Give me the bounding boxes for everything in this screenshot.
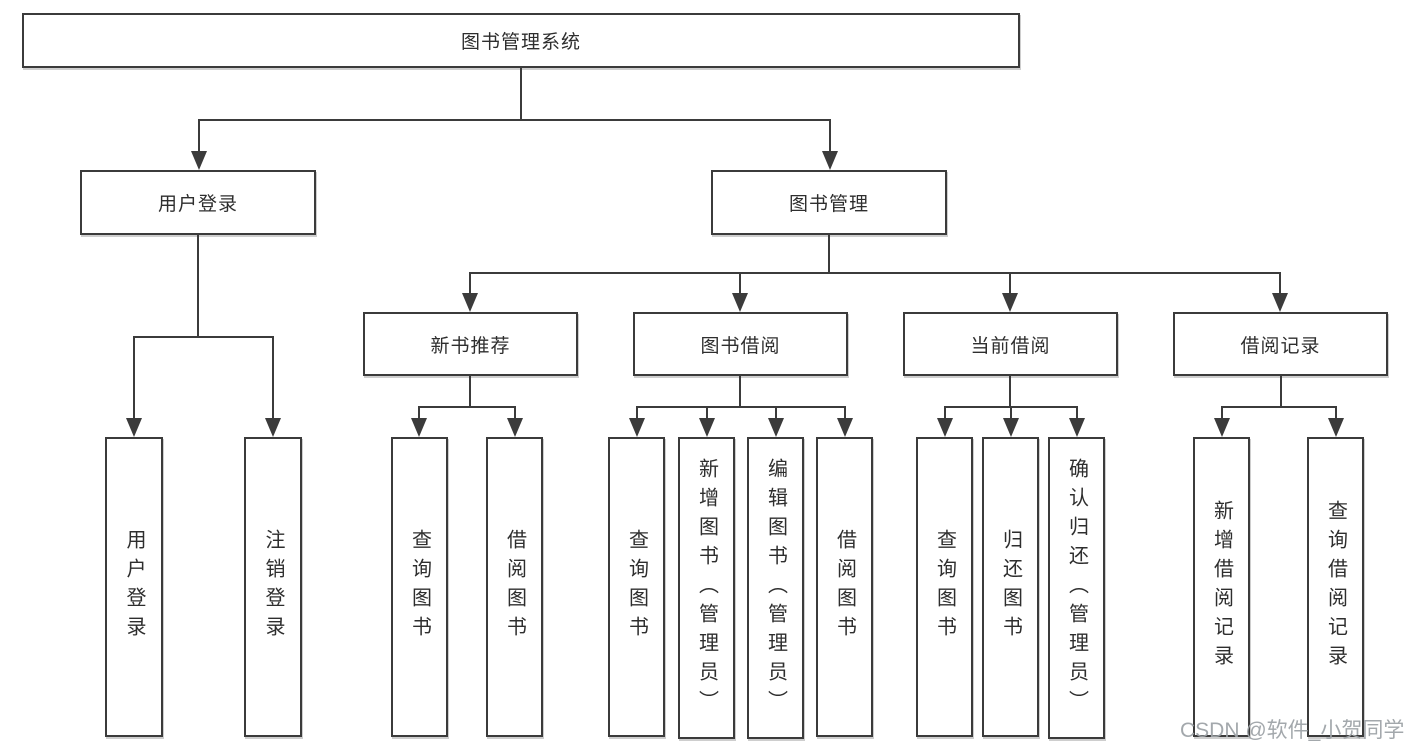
arrowhead-down-icon bbox=[1328, 418, 1344, 437]
leaf-label: 查询图书 bbox=[933, 529, 956, 645]
node-label: 借阅记录 bbox=[1240, 335, 1321, 357]
connector-line bbox=[469, 376, 471, 408]
node-label: 图书管理 bbox=[788, 194, 869, 215]
leaf-borrow-books: 借阅图书 bbox=[816, 437, 873, 737]
node-label: 当前借阅 bbox=[970, 335, 1051, 357]
arrowhead-down-icon bbox=[1272, 293, 1288, 312]
connector-line bbox=[739, 376, 741, 408]
arrowhead-down-icon bbox=[507, 418, 523, 437]
arrowhead-down-icon bbox=[1069, 418, 1085, 437]
csdn-watermark: CSDN @软件_小贺同学 bbox=[1180, 719, 1405, 742]
connector-line bbox=[133, 336, 274, 338]
node-borrowing-records: 借阅记录 bbox=[1173, 312, 1388, 376]
connector-line bbox=[1010, 406, 1012, 419]
leaf-label: 借阅图书 bbox=[503, 529, 526, 645]
connector-line bbox=[197, 235, 199, 338]
connector-line bbox=[1279, 272, 1281, 294]
connector-line bbox=[1221, 406, 1223, 419]
leaf-return-books: 归还图书 bbox=[982, 437, 1039, 737]
arrowhead-down-icon bbox=[732, 293, 748, 312]
leaf-label: 编辑图书（管理员） bbox=[764, 457, 787, 719]
node-new-book-recommendation: 新书推荐 bbox=[363, 312, 578, 376]
connector-line bbox=[829, 119, 831, 152]
leaf-label: 注销登录 bbox=[262, 529, 284, 645]
leaf-label: 查询借阅记录 bbox=[1324, 500, 1347, 674]
connector-line bbox=[198, 119, 200, 152]
arrowhead-down-icon bbox=[629, 418, 645, 437]
leaf-label: 查询图书 bbox=[625, 529, 648, 645]
node-label: 新书推荐 bbox=[430, 335, 511, 357]
node-library-management-system: 图书管理系统 bbox=[22, 13, 1020, 68]
arrowhead-down-icon bbox=[837, 418, 853, 437]
leaf-edit-books-admin: 编辑图书（管理员） bbox=[747, 437, 804, 739]
leaf-label: 归还图书 bbox=[999, 529, 1022, 645]
arrowhead-down-icon bbox=[126, 418, 142, 437]
leaf-borrow-books-recommend: 借阅图书 bbox=[486, 437, 543, 737]
node-book-management: 图书管理 bbox=[711, 170, 947, 235]
leaf-label: 新增借阅记录 bbox=[1210, 500, 1233, 674]
leaf-confirm-return-admin: 确认归还（管理员） bbox=[1048, 437, 1105, 739]
leaf-add-books-admin: 新增图书（管理员） bbox=[678, 437, 735, 739]
arrowhead-down-icon bbox=[462, 293, 478, 312]
connector-line bbox=[469, 272, 471, 294]
connector-line bbox=[133, 336, 135, 419]
leaf-label: 确认归还（管理员） bbox=[1065, 457, 1088, 719]
connector-line bbox=[1009, 376, 1011, 408]
connector-line bbox=[706, 406, 708, 419]
connector-line bbox=[198, 119, 831, 121]
leaf-label: 用户登录 bbox=[123, 529, 145, 645]
leaf-query-books-recommend: 查询图书 bbox=[391, 437, 448, 737]
leaf-label: 查询图书 bbox=[408, 529, 431, 645]
arrowhead-down-icon bbox=[191, 151, 207, 170]
connector-line bbox=[418, 406, 516, 408]
arrowhead-down-icon bbox=[1002, 293, 1018, 312]
connector-line bbox=[1335, 406, 1337, 419]
arrowhead-down-icon bbox=[937, 418, 953, 437]
arrowhead-down-icon bbox=[768, 418, 784, 437]
connector-line bbox=[1280, 376, 1282, 408]
node-book-borrowing: 图书借阅 bbox=[633, 312, 848, 376]
leaf-query-books-current: 查询图书 bbox=[916, 437, 973, 737]
node-label: 图书借阅 bbox=[700, 335, 781, 357]
connector-line bbox=[739, 272, 741, 294]
leaf-user-login: 用户登录 bbox=[105, 437, 163, 737]
leaf-label: 新增图书（管理员） bbox=[695, 457, 718, 719]
connector-line bbox=[1076, 406, 1078, 419]
connector-line bbox=[1009, 272, 1011, 294]
leaf-label: 借阅图书 bbox=[833, 529, 856, 645]
node-current-borrowing: 当前借阅 bbox=[903, 312, 1118, 376]
leaf-query-books-borrowing: 查询图书 bbox=[608, 437, 665, 737]
node-user-login: 用户登录 bbox=[80, 170, 316, 235]
connector-line bbox=[418, 406, 420, 419]
connector-line bbox=[1221, 406, 1336, 408]
connector-line bbox=[636, 406, 638, 419]
arrowhead-down-icon bbox=[1214, 418, 1230, 437]
connector-line bbox=[775, 406, 777, 419]
arrowhead-down-icon bbox=[265, 418, 281, 437]
connector-line bbox=[520, 68, 522, 119]
connector-line bbox=[272, 336, 274, 419]
leaf-logout: 注销登录 bbox=[244, 437, 302, 737]
arrowhead-down-icon bbox=[1003, 418, 1019, 437]
connector-line bbox=[636, 406, 845, 408]
connector-line bbox=[944, 406, 946, 419]
leaf-add-borrow-record: 新增借阅记录 bbox=[1193, 437, 1250, 737]
connector-line bbox=[469, 272, 1281, 274]
connector-line bbox=[828, 235, 830, 274]
node-label: 图书管理系统 bbox=[460, 32, 581, 53]
arrowhead-down-icon bbox=[822, 151, 838, 170]
node-label: 用户登录 bbox=[157, 194, 238, 215]
connector-line bbox=[514, 406, 516, 419]
connector-line bbox=[844, 406, 846, 419]
arrowhead-down-icon bbox=[411, 418, 427, 437]
arrowhead-down-icon bbox=[699, 418, 715, 437]
leaf-query-borrow-record: 查询借阅记录 bbox=[1307, 437, 1364, 737]
